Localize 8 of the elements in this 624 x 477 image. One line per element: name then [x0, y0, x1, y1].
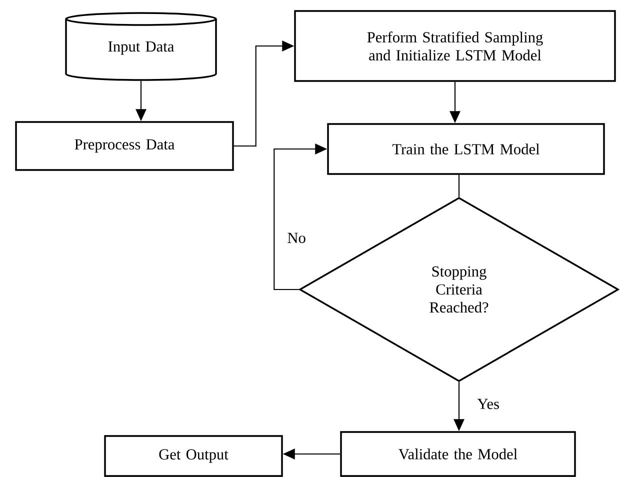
edge-label: Yes — [476, 398, 501, 410]
database-cylinder: Input Data — [65, 12, 217, 81]
process-box: Train the LSTM Model — [327, 123, 605, 175]
process-box: Preprocess Data — [15, 121, 234, 171]
process-box: Validate the Model — [340, 431, 576, 477]
process-box: Perform Stratified Sampling and Initialize LSTM Model — [294, 10, 616, 82]
node-label: Input Data — [108, 41, 174, 55]
process-box: Get Output — [104, 435, 283, 477]
